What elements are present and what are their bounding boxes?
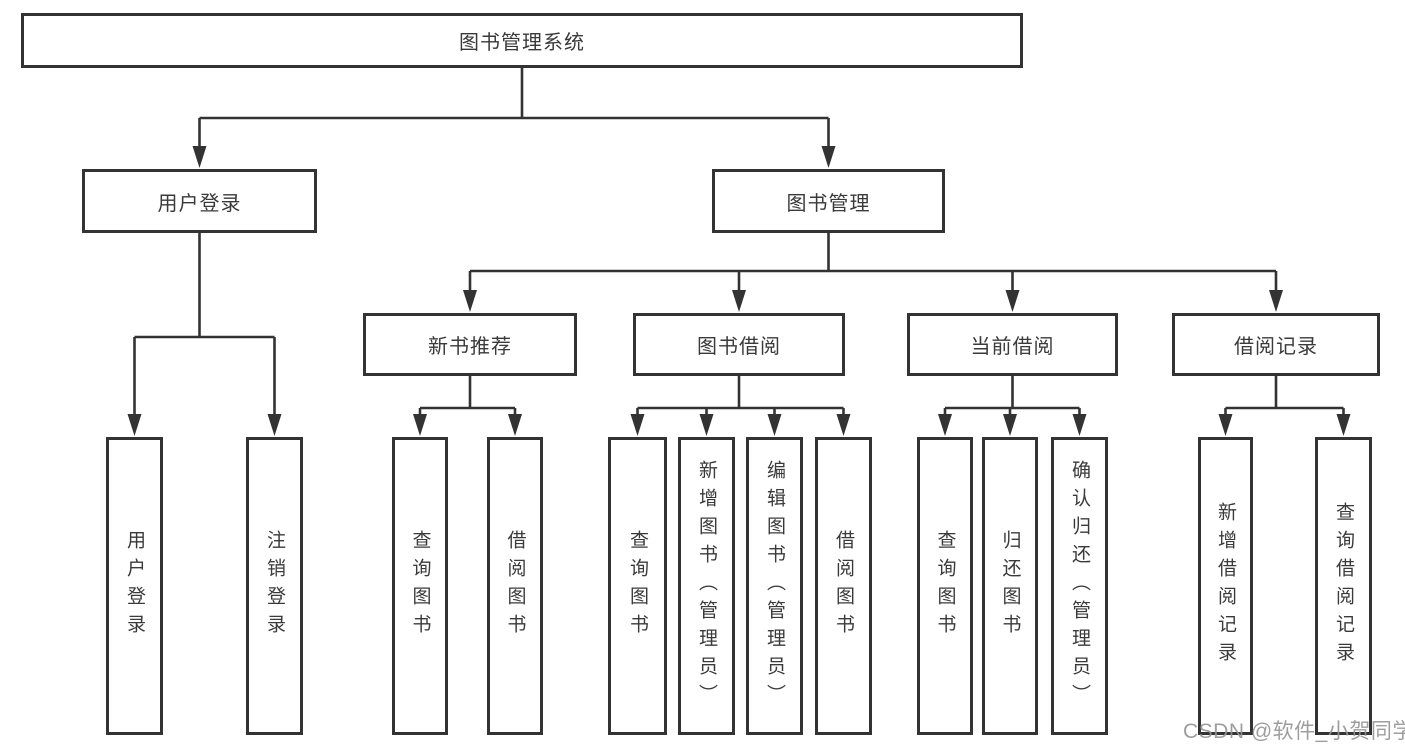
leaf-add-books-admin: 新增图书（管理员） <box>678 437 735 735</box>
leaf-borrow-books: 借阅图书 <box>815 437 872 735</box>
node-label: 用户登录 <box>124 530 145 642</box>
leaf-add-borrow-record: 新增借阅记录 <box>1198 437 1253 735</box>
leaf-query-books-recommend: 查询图书 <box>392 437 448 735</box>
leaf-query-borrow-record: 查询借阅记录 <box>1315 437 1372 735</box>
leaf-query-books-current: 查询图书 <box>917 437 973 735</box>
csdn-watermark: CSDN @软件_小贺同学 <box>1183 720 1405 743</box>
node-label: 借阅记录 <box>1234 336 1318 358</box>
node-label: 图书借阅 <box>697 336 781 358</box>
arrowhead-icons <box>127 146 1351 436</box>
node-label: 当前借阅 <box>970 336 1055 358</box>
node-root-library-system: 图书管理系统 <box>21 13 1023 68</box>
node-label: 新书推荐 <box>428 336 512 358</box>
node-label: 查询图书 <box>627 530 648 642</box>
node-label: 图书管理系统 <box>459 32 585 54</box>
node-label: 新增图书（管理员） <box>696 460 717 712</box>
leaf-confirm-return-admin: 确认归还（管理员） <box>1051 437 1108 735</box>
node-label: 借阅图书 <box>504 530 526 642</box>
node-label: 确认归还（管理员） <box>1069 460 1090 712</box>
node-label: 注销登录 <box>264 530 285 642</box>
leaf-borrow-books-recommend: 借阅图书 <box>487 437 543 735</box>
node-label: 查询图书 <box>409 530 431 642</box>
node-new-book-recommend: 新书推荐 <box>363 313 577 376</box>
node-label: 图书管理 <box>786 192 871 215</box>
node-book-management: 图书管理 <box>712 169 945 233</box>
node-label: 查询图书 <box>934 530 956 642</box>
leaf-user-login: 用户登录 <box>106 437 163 735</box>
node-label: 新增借阅记录 <box>1215 502 1236 670</box>
leaf-logout: 注销登录 <box>246 437 303 735</box>
node-label: 借阅图书 <box>833 530 854 642</box>
node-book-borrow: 图书借阅 <box>633 313 845 376</box>
leaf-edit-books-admin: 编辑图书（管理员） <box>746 437 803 735</box>
node-label: 用户登录 <box>157 192 242 215</box>
node-label: 编辑图书（管理员） <box>764 460 785 712</box>
node-label: 归还图书 <box>999 530 1021 642</box>
node-borrow-records: 借阅记录 <box>1172 313 1380 376</box>
node-label: 查询借阅记录 <box>1333 502 1354 670</box>
node-current-borrow: 当前借阅 <box>907 313 1118 376</box>
leaf-query-books-borrow: 查询图书 <box>608 437 667 735</box>
node-user-login: 用户登录 <box>82 169 317 233</box>
leaf-return-books: 归还图书 <box>982 437 1038 735</box>
